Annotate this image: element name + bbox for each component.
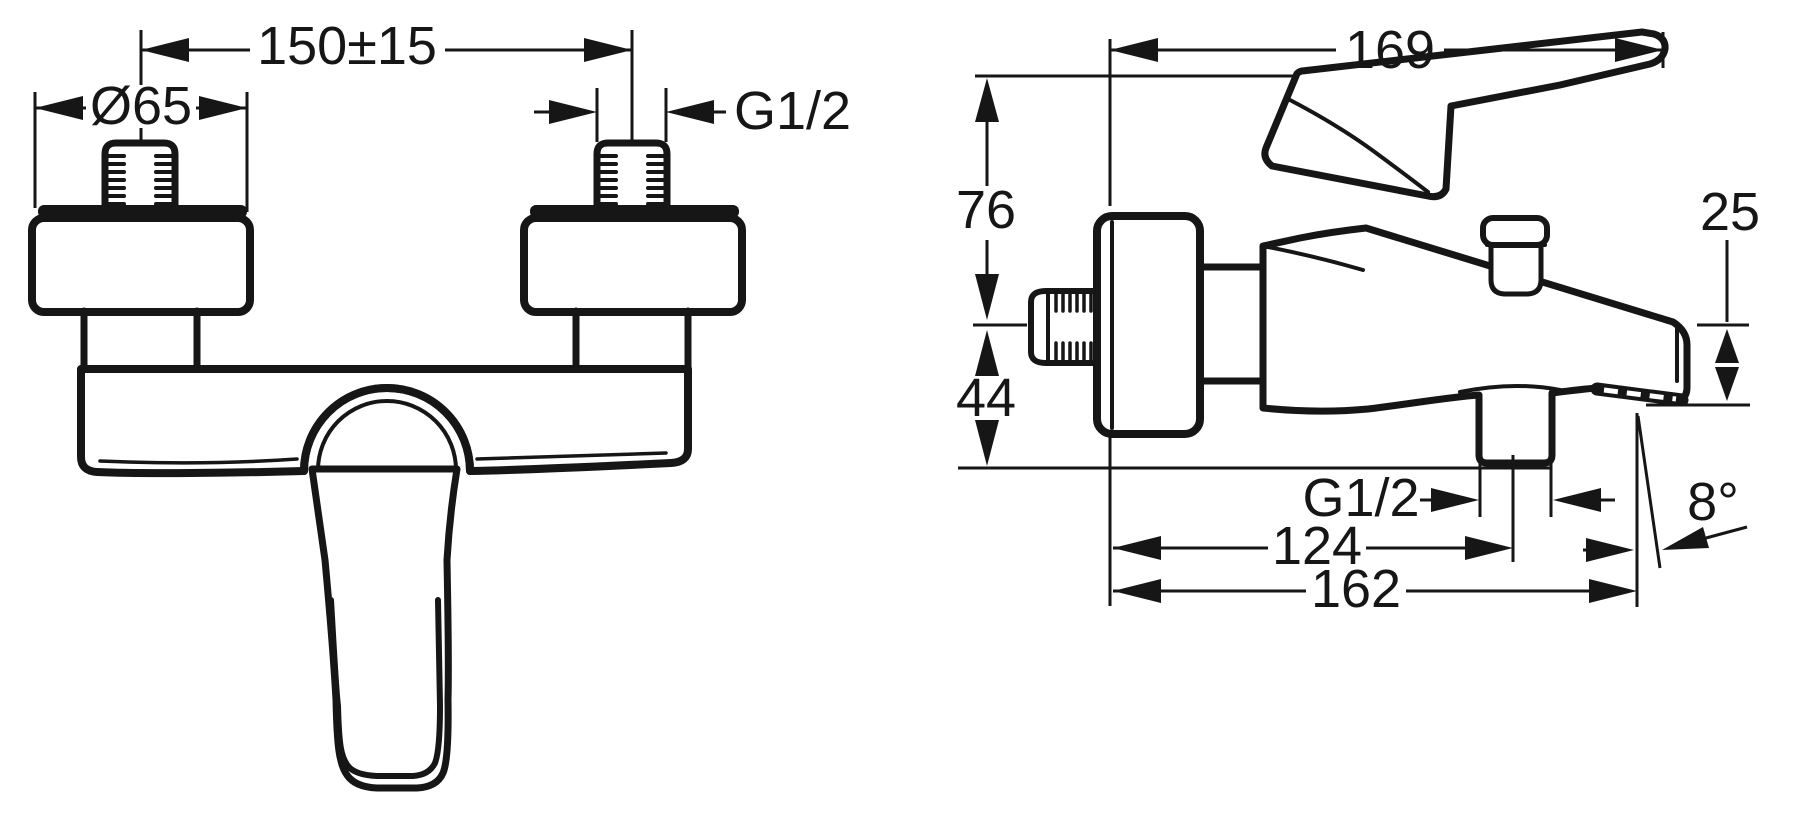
handle-dome-inner [316, 399, 458, 472]
arrowhead-icon [584, 38, 632, 62]
arrowhead-icon [975, 330, 999, 376]
arrowhead-icon [1113, 536, 1161, 560]
arrowhead-icon [1615, 38, 1663, 62]
aerator-slots-icon [1603, 387, 1677, 402]
arrowhead-icon [1431, 488, 1479, 512]
body-and-spout [1259, 224, 1691, 467]
thread-hatch-icon [598, 154, 666, 206]
dim-label-height-above: 76 [956, 180, 1016, 240]
arrowhead-icon [975, 274, 999, 320]
handle-inner-outline [328, 597, 443, 779]
arrowhead-icon [35, 96, 83, 120]
arrowhead-icon [975, 78, 999, 122]
arrowhead-icon [975, 420, 999, 466]
arrowhead-icon [141, 38, 189, 62]
thread-hatch-icon [1054, 291, 1093, 363]
dim-label-outlet-thread: G1/2 [1302, 468, 1419, 528]
dim-label-center-distance: 150±15 [257, 16, 437, 76]
body-seam [1261, 244, 1365, 272]
arrowhead-icon [1113, 579, 1161, 603]
lever-handle-side [1261, 28, 1669, 201]
dim-label-outlet-distance: 124 [1272, 516, 1362, 576]
side-view: 169 76 44 25 G1/2 [956, 20, 1760, 619]
inlet-nipple [1028, 288, 1100, 366]
inlet-stub-right [593, 139, 671, 213]
body-bottom-edge-lines [98, 451, 668, 465]
dim-label-thread-front: G1/2 [734, 81, 851, 141]
dimension-heights: 76 44 [956, 78, 1027, 466]
neck-left [80, 307, 201, 374]
dim-label-spout-reach: 162 [1311, 559, 1401, 619]
arrowhead-icon [1662, 527, 1709, 550]
arrowhead-icon [1715, 329, 1739, 363]
dim-label-total-depth: 169 [1345, 20, 1435, 80]
dimension-flange-diameter: Ø65 [33, 76, 249, 212]
dim-label-flange-diameter: Ø65 [90, 76, 192, 136]
arrowhead-icon [199, 96, 247, 120]
wall-rosette-right [520, 214, 746, 316]
arrowhead-icon [666, 100, 714, 124]
dimension-total-depth: 169 [1110, 20, 1665, 80]
arrowhead-icon [1465, 536, 1513, 560]
dimension-outlet-thread: G1/2 [1302, 455, 1615, 562]
inlet-stub-left [101, 139, 179, 213]
arrowhead-icon [1110, 38, 1158, 62]
front-view: 150±15 Ø65 G1/2 [28, 16, 851, 792]
connection-neck [1196, 263, 1267, 385]
dimension-center-distance: 150±15 [139, 16, 634, 141]
dim-label-spout-end: 25 [1700, 182, 1760, 242]
dimension-spout-end: 25 [1646, 182, 1760, 407]
dimension-spout-angle: 8° [1583, 413, 1748, 607]
diverter-knob [1480, 215, 1550, 297]
wall-escutcheon-side [1093, 212, 1204, 438]
wall-rosette-left [28, 214, 254, 316]
dim-label-spout-angle: 8° [1687, 472, 1739, 532]
dimension-thread-front: G1/2 [534, 81, 851, 142]
neck-right [572, 307, 692, 374]
arrowhead-icon [1715, 367, 1739, 401]
arrowhead-icon [1586, 538, 1634, 562]
dimension-spout-reach: 162 [1113, 559, 1637, 619]
thread-hatch-icon [106, 154, 174, 206]
arrowhead-icon [549, 100, 597, 124]
arrowhead-icon [1589, 579, 1637, 603]
outlet-boss-curve [1458, 383, 1562, 394]
handle-cap-seam [1288, 98, 1430, 194]
dim-label-height-below: 44 [956, 368, 1016, 428]
dimension-outlet-distance: 124 [1113, 516, 1513, 576]
handle-dome-outer [300, 384, 474, 475]
arrowhead-icon [1553, 488, 1601, 512]
